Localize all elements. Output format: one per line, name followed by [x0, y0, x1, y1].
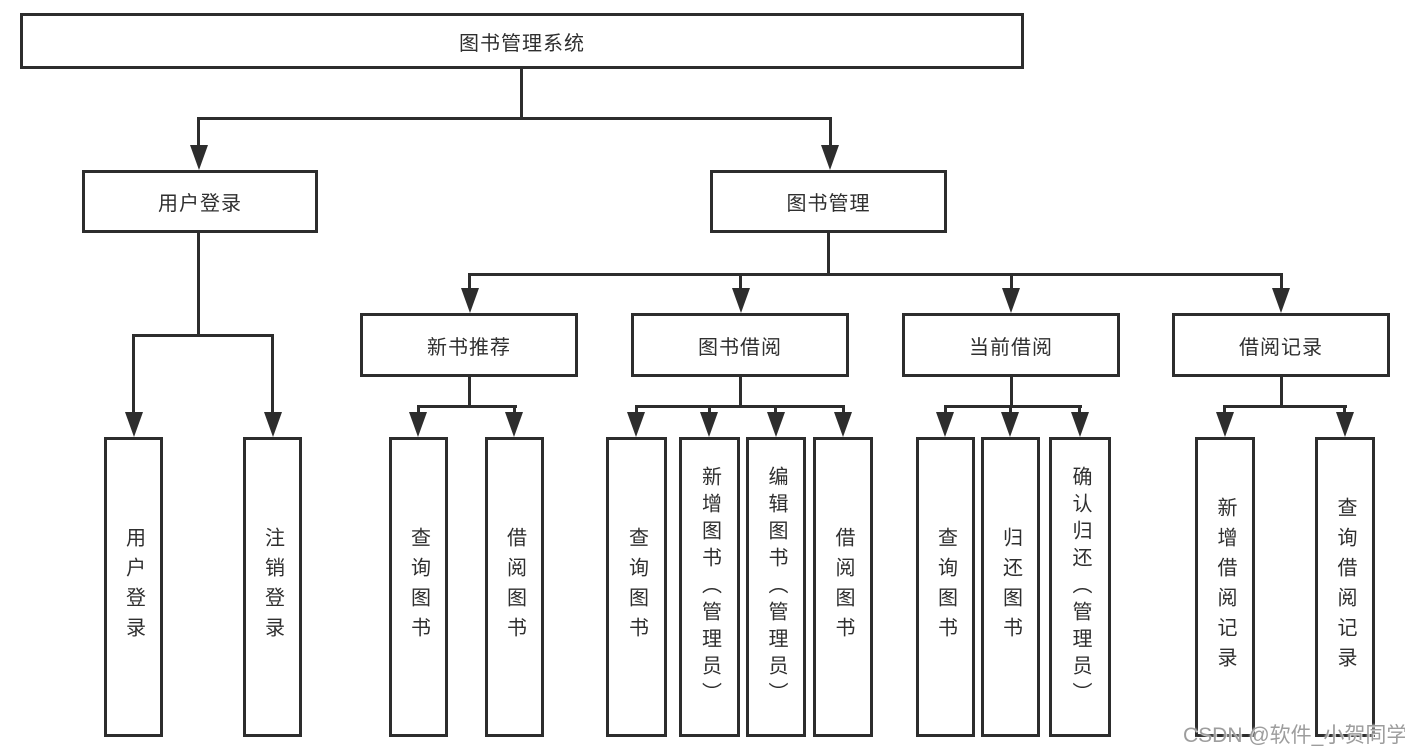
- connector-shaft-add-book: [708, 405, 711, 417]
- node-new-book-rec-label: 新书推荐: [427, 336, 511, 359]
- arrow-to-current-borrow: [1002, 288, 1020, 313]
- leaf-return-book: 归还图书: [981, 437, 1040, 737]
- connector-new-book-rec-stub: [468, 377, 471, 408]
- connector-shaft-leaf-logout: [271, 334, 274, 414]
- node-book-borrow-label: 图书借阅: [698, 336, 782, 359]
- connector-borrow-records-stub: [1280, 377, 1283, 408]
- leaf-add-borrow-record: 新增借阅记录: [1195, 437, 1255, 737]
- connector-user-login-stub: [197, 233, 200, 337]
- connector-borrow-records-split: [1224, 405, 1347, 408]
- leaf-user-login: 用户登录: [104, 437, 163, 737]
- connector-shaft-add-borrow-record: [1223, 405, 1226, 417]
- connector-current-borrow-split: [944, 405, 1082, 408]
- node-new-book-rec: 新书推荐: [360, 313, 578, 377]
- node-current-borrow: 当前借阅: [902, 313, 1120, 377]
- connector-root-stub: [520, 69, 523, 117]
- connector-shaft-query-book-current: [944, 405, 947, 417]
- arrow-to-query-book-borrow: [627, 412, 645, 437]
- arrow-to-query-book-current: [936, 412, 954, 437]
- node-user-login-label: 用户登录: [158, 193, 242, 215]
- arrow-to-new-book-rec: [461, 288, 479, 313]
- connector-shaft-query-book-rec: [417, 405, 420, 417]
- csdn-watermark: CSDN @软件_小贺同学: [1183, 724, 1405, 747]
- node-current-borrow-label: 当前借阅: [969, 336, 1053, 359]
- connector-shaft-leaf-user-login: [132, 334, 135, 414]
- connector-shaft-book-borrow: [739, 273, 742, 293]
- arrow-to-edit-book: [767, 412, 785, 437]
- connector-root-split: [197, 117, 832, 120]
- connector-shaft-query-book-borrow: [635, 405, 638, 417]
- arrow-to-add-borrow-record: [1216, 412, 1234, 437]
- connector-shaft-borrow-book-rec: [513, 405, 516, 417]
- node-root: 图书管理系统: [20, 13, 1024, 69]
- connector-shaft-borrow-records: [1280, 273, 1283, 293]
- leaf-borrow-book-borrow: 借阅图书: [813, 437, 873, 737]
- connector-book-borrow-split: [635, 405, 845, 408]
- node-borrow-records-label: 借阅记录: [1239, 336, 1323, 359]
- node-root-label: 图书管理系统: [459, 32, 585, 55]
- arrow-to-borrow-book-rec: [505, 412, 523, 437]
- connector-shaft-confirm-return: [1078, 405, 1081, 417]
- connector-book-mgmt-split: [468, 273, 1283, 276]
- connector-shaft-return-book: [1009, 405, 1012, 417]
- leaf-edit-book: 编辑图书（管理员）: [746, 437, 806, 737]
- arrow-to-user-login: [190, 145, 208, 170]
- connector-book-mgmt-stub: [827, 233, 830, 276]
- arrow-to-query-book-rec: [409, 412, 427, 437]
- connector-shaft-query-borrow-record: [1343, 405, 1346, 417]
- node-borrow-records: 借阅记录: [1172, 313, 1390, 377]
- arrow-to-confirm-return: [1071, 412, 1089, 437]
- leaf-query-book-current: 查询图书: [916, 437, 975, 737]
- connector-user-login-split: [132, 334, 274, 337]
- leaf-query-borrow-record: 查询借阅记录: [1315, 437, 1375, 737]
- connector-book-borrow-stub: [739, 377, 742, 408]
- connector-shaft-new-book-rec: [468, 273, 471, 293]
- leaf-logout: 注销登录: [243, 437, 302, 737]
- connector-shaft-current-borrow: [1010, 273, 1013, 293]
- node-book-mgmt: 图书管理: [710, 170, 947, 233]
- leaf-query-book-rec: 查询图书: [389, 437, 448, 737]
- connector-current-borrow-stub: [1010, 377, 1013, 408]
- arrow-to-add-book: [700, 412, 718, 437]
- leaf-add-book: 新增图书（管理员）: [679, 437, 740, 737]
- arrow-to-query-borrow-record: [1336, 412, 1354, 437]
- connector-shaft-user-login: [197, 117, 200, 149]
- leaf-confirm-return: 确认归还（管理员）: [1049, 437, 1111, 737]
- leaf-query-book-borrow: 查询图书: [606, 437, 667, 737]
- connector-shaft-book-mgmt: [829, 117, 832, 149]
- connector-new-book-rec-split: [417, 405, 517, 408]
- arrow-to-borrow-records: [1272, 288, 1290, 313]
- leaf-borrow-book-rec: 借阅图书: [485, 437, 544, 737]
- node-book-borrow: 图书借阅: [631, 313, 849, 377]
- arrow-to-book-borrow: [732, 288, 750, 313]
- arrow-to-leaf-logout: [264, 412, 282, 437]
- connector-shaft-edit-book: [774, 405, 777, 417]
- connector-shaft-borrow-book-borrow: [842, 405, 845, 417]
- arrow-to-book-mgmt: [821, 145, 839, 170]
- arrow-to-leaf-user-login: [125, 412, 143, 437]
- node-book-mgmt-label: 图书管理: [786, 193, 871, 215]
- arrow-to-return-book: [1001, 412, 1019, 437]
- arrow-to-borrow-book-borrow: [834, 412, 852, 437]
- node-user-login: 用户登录: [82, 170, 318, 233]
